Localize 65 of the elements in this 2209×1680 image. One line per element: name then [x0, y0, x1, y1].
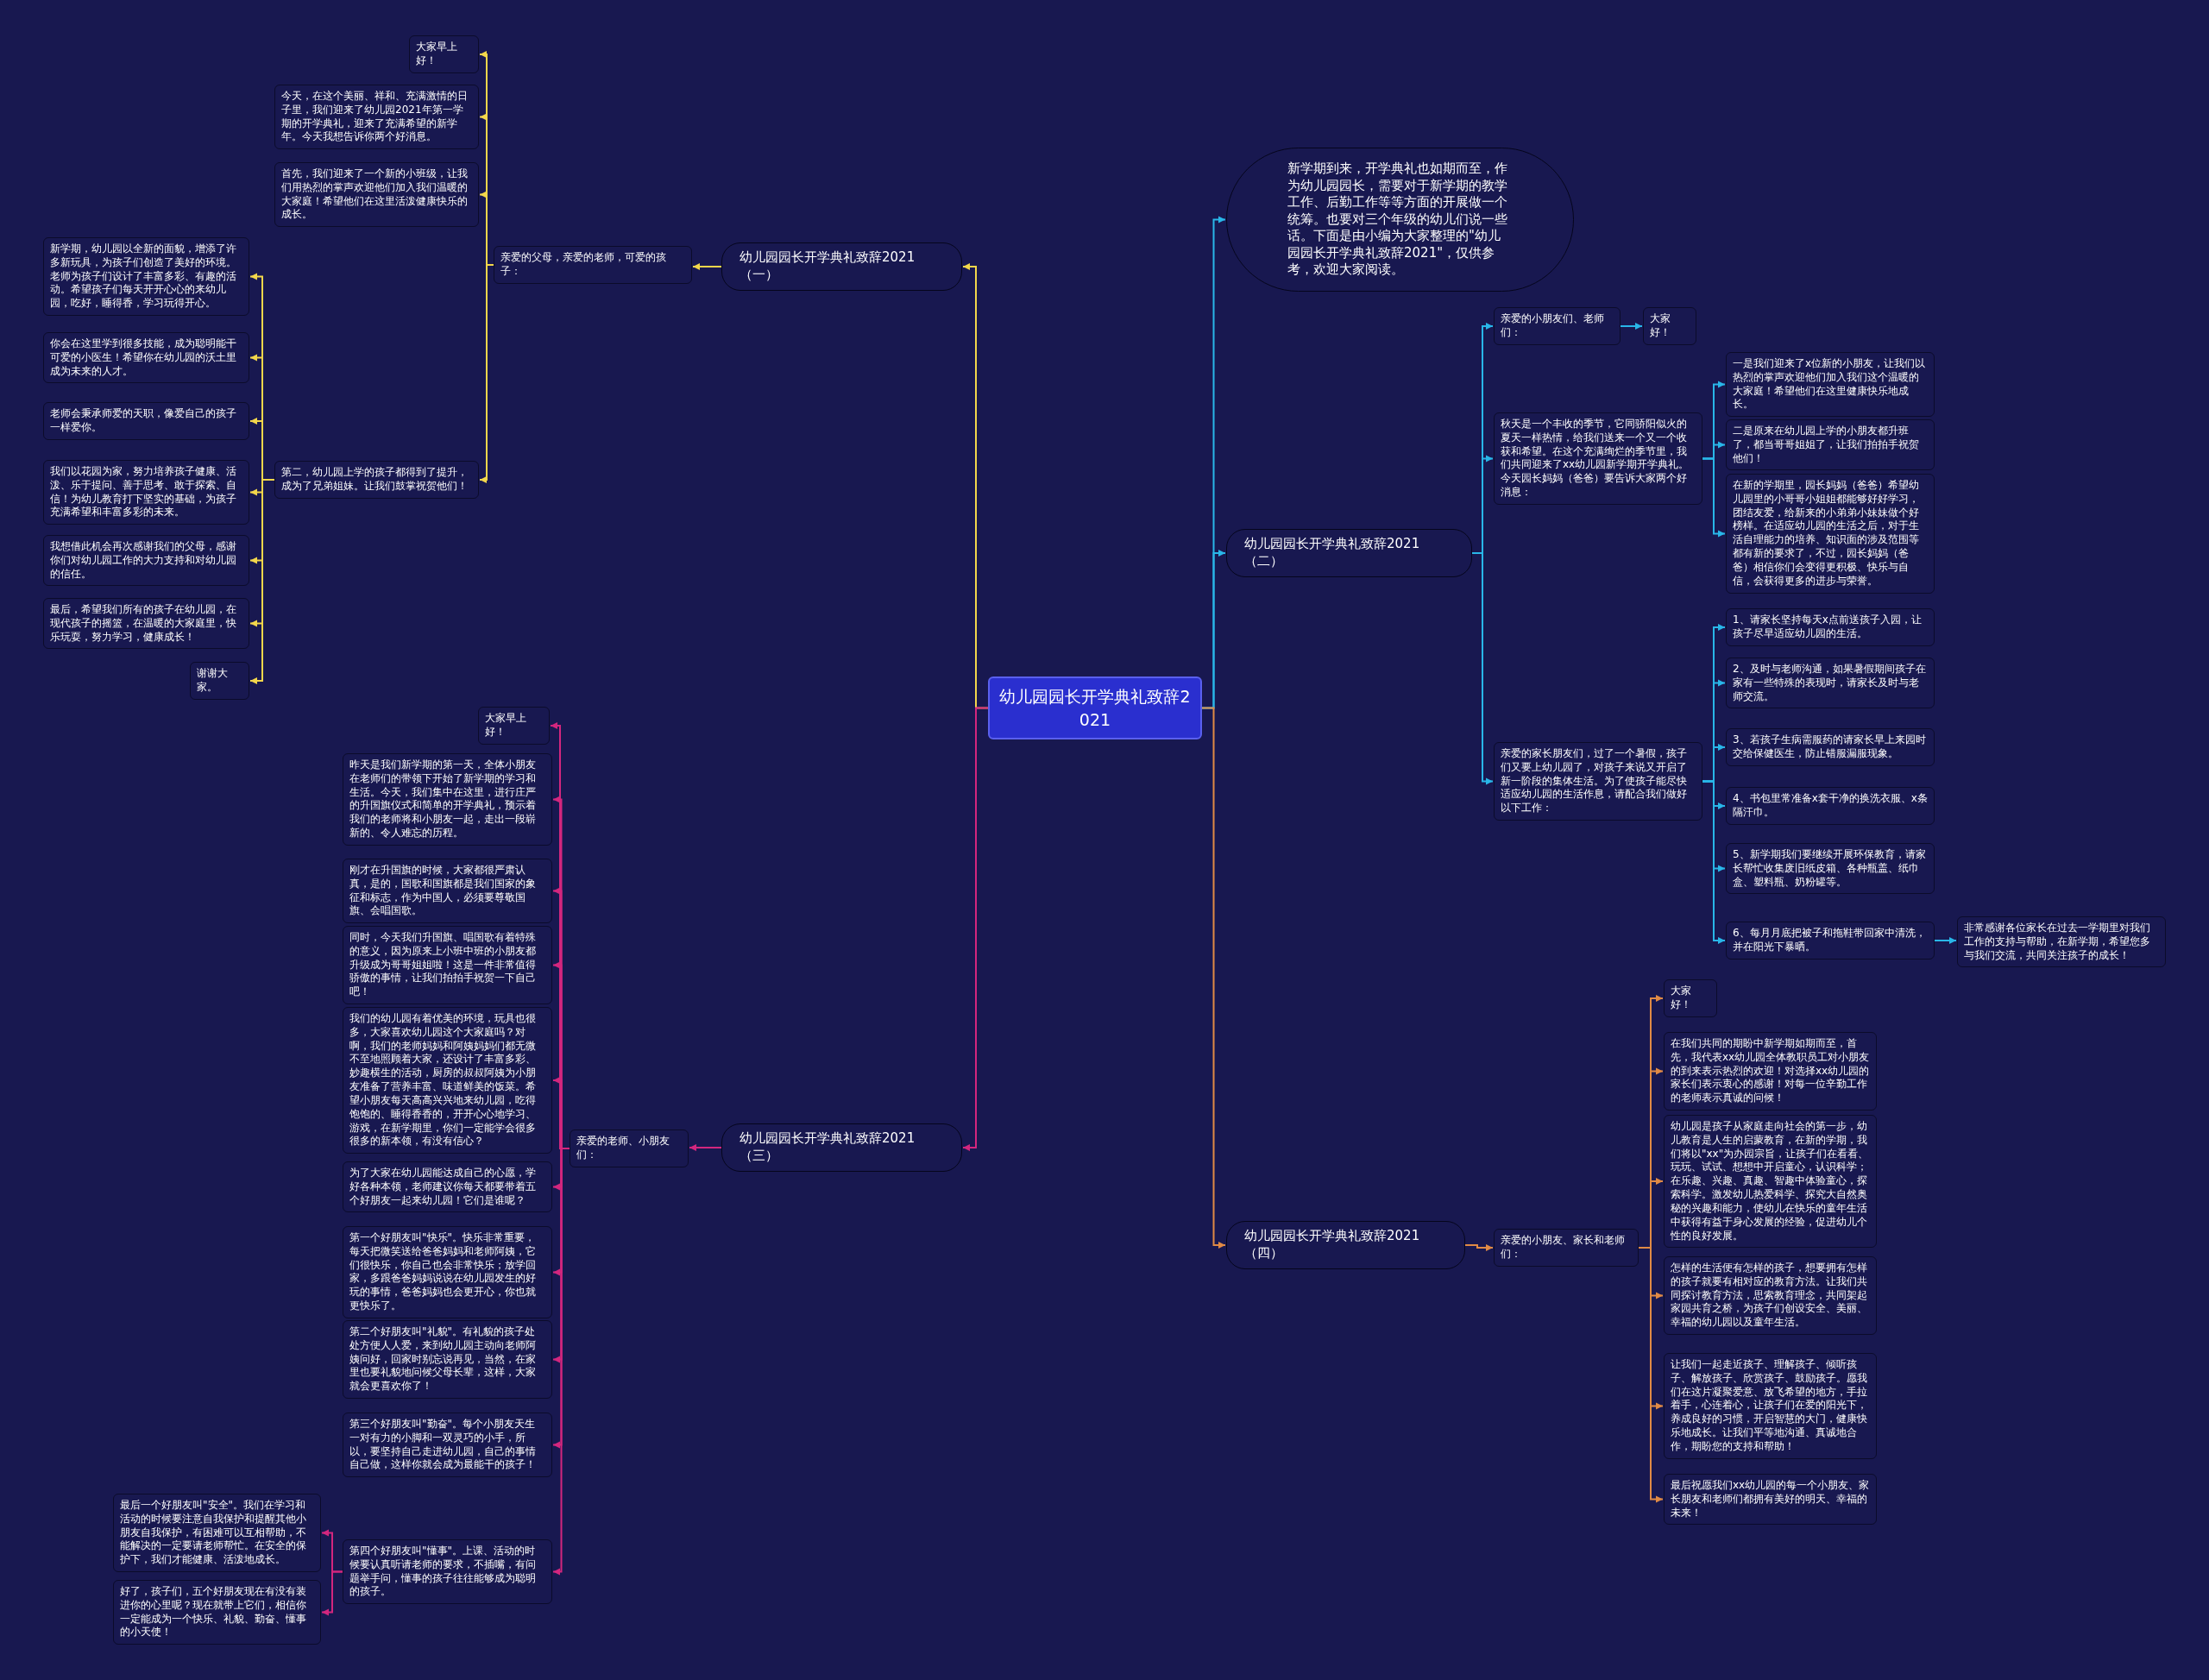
- connector-arrow: [321, 1570, 343, 1616]
- topic-box: 让我们一起走近孩子、理解孩子、倾听孩子、解放孩子、欣赏孩子、鼓励孩子。愿我们在这片凝聚爱意、放飞希望的地方，手拉着手，心连着心，让孩子们在爱的阳光下，养成良好的习惯，开启智慧的大门，健康快乐地成长。让我们平等地沟通、真诚地合作，期盼您的支持和帮助！: [1664, 1353, 1877, 1459]
- topic-box: 亲爱的小朋友们、老师们：: [1494, 307, 1621, 345]
- branch-topic: 幼儿园园长开学典礼致辞2021（三）: [721, 1123, 962, 1172]
- topic-box: 大家早上好！: [478, 707, 550, 745]
- topic-box: 第一个好朋友叫"快乐"。快乐非常重要，每天把微笑送给爸爸妈妈和老师阿姨，它们很快乐，你自己也会非常快乐；放学回家，多跟爸爸妈妈说说在幼儿园发生的好玩的事情，爸爸妈妈也会更开心，你也就更快乐了。: [343, 1226, 552, 1318]
- topic-box: 大家好！: [1643, 307, 1696, 345]
- topic-box: 我们以花园为家，努力培养孩子健康、活泼、乐于提问、善于思考、敢于探索、自信！为幼儿教育打下坚实的基础，为孩子充满希望和丰富多彩的未来。: [43, 460, 249, 525]
- topic-box: 大家早上好！: [409, 35, 479, 73]
- connector-arrow: [1702, 780, 1726, 944]
- topic-box: 今天，在这个美丽、祥和、充满激情的日子里，我们迎来了幼儿园2021年第一学期的开学典礼，迎来了充满希望的新学年。今天我想告诉你两个好消息。: [274, 85, 479, 150]
- branch-topic: 幼儿园园长开学典礼致辞2021（四）: [1226, 1221, 1465, 1269]
- topic-box: 在新的学期里，园长妈妈（爸爸）希望幼儿园里的小哥哥小姐姐都能够好好学习，团结友爱，给新来的小弟弟小妹妹做个好榜样。在适应幼儿园的生活之后，对于生活自理能力的培养、知识面的涉及范围等都有新的要求了，不过，园长妈妈（爸爸）相信你们会变得更积极、快乐与自信，会获得更多的进步与荣誉。: [1726, 474, 1935, 594]
- topic-box: 非常感谢各位家长在过去一学期里对我们工作的支持与帮助，在新学期，希望您多与我们交流，共同关注孩子的成长！: [1957, 916, 2166, 968]
- connector-arrow: [1620, 323, 1643, 330]
- topic-box: 3、若孩子生病需服药的请家长早上来园时交给保健医生，防止错服漏服现象。: [1726, 728, 1935, 766]
- connector-arrow: [1201, 707, 1226, 1249]
- connector-arrow: [1638, 1247, 1664, 1503]
- topic-box: 在我们共同的期盼中新学期如期而至，首先，我代表xx幼儿园全体教职员工对小朋友的到来表示热烈的欢迎！对选择xx幼儿园的家长们表示衷心的感谢！对每一位辛勤工作的老师表示真诚的问候！: [1664, 1032, 1877, 1111]
- connector-arrow: [1702, 457, 1726, 538]
- connector-arrow: [689, 1144, 722, 1151]
- topic-box: 幼儿园是孩子从家庭走向社会的第一步，幼儿教育是人生的启蒙教育，在新的学期，我们将以"xx"为办园宗旨，让孩子们在看看、玩玩、试试、想想中开启童心，认识科学；在乐趣、兴趣、真趣、智趣中体验童心，探索科学。激发幼儿热爱科学、探究大自然奥秘的兴趣和能力，使幼儿在快乐的童年生活中获得有益于身心发展的经验，促进幼儿个性的良好发展。: [1664, 1115, 1877, 1249]
- topic-box: 第二个好朋友叫"礼貌"。有礼貌的孩子处处方便人人爱，来到幼儿园主动向老师阿姨问好，回家时别忘说再见，当然，在家里也要礼貌地问候父母长辈，这样，大家就会更喜欢你了！: [343, 1320, 552, 1400]
- topic-box: 首先，我们迎来了一个新的小班级，让我们用热烈的掌声欢迎他们加入我们温暖的大家庭！希望他们在这里活泼健康快乐的成长。: [274, 162, 479, 228]
- topic-box: 第二，幼儿园上学的孩子都得到了提升，成为了兄弟姐妹。让我们鼓掌祝贺他们！: [274, 461, 479, 499]
- topic-box: 怎样的生活便有怎样的孩子，想要拥有怎样的孩子就要有相对应的教育方法。让我们共同探讨教育方法，思索教育理念，共同架起家园共育之桥，为孩子们创设安全、美丽、幸福的幼儿园以及童年生活。: [1664, 1256, 1877, 1336]
- topic-box: 5、新学期我们要继续开展环保教育，请家长帮忙收集废旧纸皮箱、各种瓶盖、纸巾盒、塑料瓶、奶粉罐等。: [1726, 843, 1935, 895]
- topic-box: 好了，孩子们，五个好朋友现在有没有装进你的心里呢？现在就带上它们，相信你一定能成为一个快乐、礼貌、勤奋、懂事的小天使！: [113, 1580, 321, 1645]
- topic-box: 亲爱的父母，亲爱的老师，可爱的孩子：: [494, 246, 692, 284]
- connector-arrow: [962, 707, 989, 1151]
- connector-arrow: [692, 263, 722, 270]
- topic-box: 我们的幼儿园有着优美的环境，玩具也很多，大家喜欢幼儿园这个大家庭吗？对啊，我们的老师妈妈和阿姨妈妈们都无微不至地照顾着大家，还设计了丰富多彩、妙趣横生的活动，厨房的叔叔阿姨为小朋友准备了营养丰富、味道鲜美的饭菜。希望小朋友每天高高兴兴地来幼儿园，吃得饱饱的、睡得香香的，开开心心地学习、游戏，在新学期里，你们一定能学会很多很多的新本领，有没有信心？: [343, 1007, 552, 1155]
- topic-box: 你会在这里学到很多技能，成为聪明能干可爱的小医生！希望你在幼儿园的沃土里成为未来的人才。: [43, 332, 249, 384]
- topic-box: 大家好！: [1664, 979, 1717, 1017]
- topic-box: 第四个好朋友叫"懂事"。上课、活动的时候要认真听请老师的要求，不插嘴，有问题举手问，懂事的孩子往往能够成为聪明的孩子。: [343, 1539, 552, 1605]
- topic-box: 昨天是我们新学期的第一天，全体小朋友在老师们的带领下开始了新学期的学习和生活。今天，我们集中在这里，进行庄严的升国旗仪式和简单的开学典礼，预示着我们的老师将和小朋友一起，走出一段崭新的、令人难忘的历程。: [343, 753, 552, 846]
- topic-box: 亲爱的老师、小朋友们：: [570, 1129, 689, 1167]
- topic-box: 2、及时与老师沟通，如果暑假期间孩子在家有一些特殊的表现时，请家长及时与老师交流。: [1726, 658, 1935, 709]
- topic-box: 亲爱的家长朋友们，过了一个暑假，孩子们又要上幼儿园了，对孩子来说又开启了新一阶段的集体生活。为了使孩子能尽快适应幼儿园的生活作息，请配合我们做好以下工作：: [1494, 742, 1702, 821]
- connector-arrow: [1471, 552, 1494, 785]
- topic-box: 新学期，幼儿园以全新的面貌，增添了许多新玩具，为孩子们创造了美好的环境。老师为孩子们设计了丰富多彩、有趣的活动。希望孩子们每天开开心心的来幼儿园，吃好，睡得香，学习玩得开心。: [43, 237, 249, 317]
- topic-box: 刚才在升国旗的时候，大家都很严肃认真，是的，国歌和国旗都是我们国家的象征和标志，作为中国人，必须要尊敬国旗、会唱国歌。: [343, 859, 552, 924]
- topic-box: 老师会秉承师爱的天职，像爱自己的孩子一样爱你。: [43, 402, 249, 440]
- topic-box: 4、书包里常准备x套干净的换洗衣服、x条隔汗巾。: [1726, 787, 1935, 825]
- topic-box: 秋天是一个丰收的季节，它同骄阳似火的夏天一样热情，给我们送来一个又一个收获和希望。在这个充满绚烂的季节里，我们共同迎来了xx幼儿园新学期开学典礼。今天园长妈妈（爸爸）要告诉大家两个好消息：: [1494, 412, 1702, 505]
- topic-box: 6、每月月底把被子和拖鞋带回家中清洗，并在阳光下暴晒。: [1726, 922, 1935, 960]
- topic-box: 最后，希望我们所有的孩子在幼儿园，在现代孩子的摇篮，在温暖的大家庭里，快乐玩耍，努力学习，健康成长！: [43, 598, 249, 650]
- topic-box: 同时，今天我们升国旗、唱国歌有着特殊的意义，因为原来上小班中班的小朋友都升级成为哥哥姐姐啦！这是一件非常值得骄傲的事情，让我们拍拍手祝贺一下自己吧！: [343, 926, 552, 1005]
- topic-box: 为了大家在幼儿园能达成自己的心愿，学好各种本领，老师建议你每天都要带着五个好朋友一起来幼儿园！它们是谁呢？: [343, 1161, 552, 1213]
- branch-topic: 幼儿园园长开学典礼致辞2021（一）: [721, 242, 962, 291]
- topic-box: 1、请家长坚持每天x点前送孩子入园，让孩子尽早适应幼儿园的生活。: [1726, 608, 1935, 646]
- intro-bubble: 新学期到来，开学典礼也如期而至，作为幼儿园园长，需要对于新学期的教学工作、后勤工作等等方面的开展做一个统筹。也要对三个年级的幼儿们说一些话。下面是由小编为大家整理的"幼儿园园长开学典礼致辞2021"，仅供参考，欢迎大家阅读。: [1226, 148, 1574, 292]
- topic-box: 亲爱的小朋友、家长和老师们：: [1494, 1229, 1639, 1267]
- central-topic: 幼儿园园长开学典礼致辞2021: [988, 676, 1202, 740]
- topic-box: 二是原来在幼儿园上学的小朋友都升班了，都当哥哥姐姐了，让我们拍拍手祝贺他们！: [1726, 419, 1935, 471]
- topic-box: 我想借此机会再次感谢我们的父母，感谢你们对幼儿园工作的大力支持和对幼儿园的信任。: [43, 535, 249, 587]
- connector-arrow: [1934, 937, 1957, 944]
- topic-box: 谢谢大家。: [190, 662, 249, 700]
- connector-arrow: [1464, 1244, 1494, 1251]
- topic-box: 一是我们迎来了x位新的小朋友，让我们以热烈的掌声欢迎他们加入我们这个温暖的大家庭！希望他们在这里健康快乐地成长。: [1726, 352, 1935, 418]
- branch-topic: 幼儿园园长开学典礼致辞2021（二）: [1226, 529, 1472, 577]
- topic-box: 最后祝愿我们xx幼儿园的每一个小朋友、家长朋友和老师们都拥有美好的明天、幸福的未来！: [1664, 1474, 1877, 1526]
- topic-box: 第三个好朋友叫"勤奋"。每个小朋友天生一对有力的小脚和一双灵巧的小手，所以，要坚持自己走进幼儿园，自己的事情自己做，这样你就会成为最能干的孩子！: [343, 1413, 552, 1478]
- topic-box: 最后一个好朋友叫"安全"。我们在学习和活动的时候要注意自我保护和提醒其他小朋友自我保护，有困难可以互相帮助，不能解决的一定要请老师帮忙。在安全的保护下，我们才能健康、活泼地成长。: [113, 1494, 321, 1573]
- connector-arrow: [249, 479, 275, 684]
